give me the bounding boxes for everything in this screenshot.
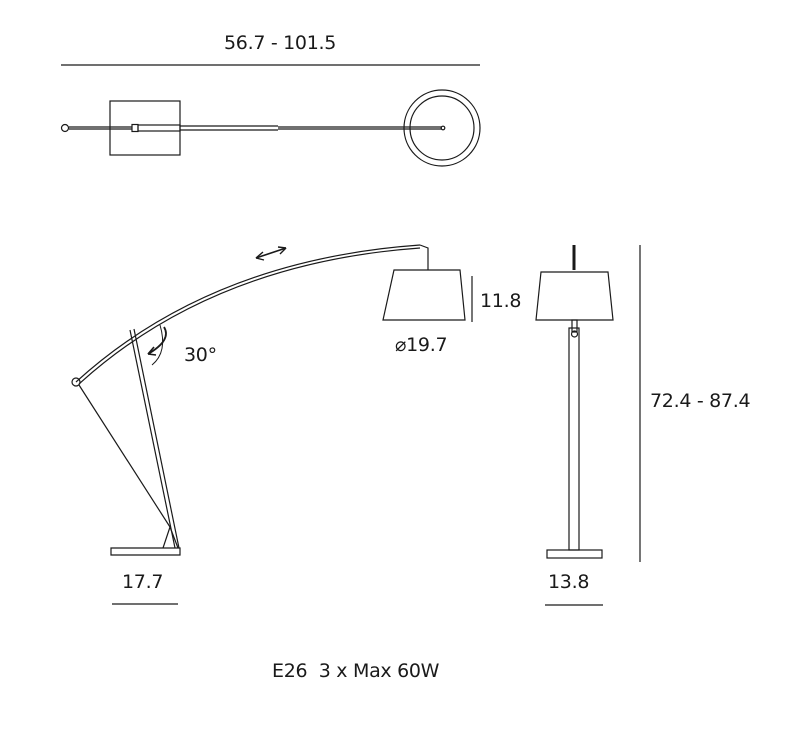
front-view-base	[546, 549, 603, 559]
top-view-arm-sleeve	[131, 123, 139, 133]
base-side-width-label: 17.7	[122, 571, 164, 593]
top-width-label: 56.7 - 101.5	[224, 32, 337, 54]
shade-diameter-label: ⌀19.7	[395, 334, 448, 356]
side-view-base	[110, 547, 181, 556]
side-view-mast	[129, 329, 176, 549]
slide-arrow-icon	[255, 247, 287, 259]
top-view-shade-outer	[403, 89, 481, 167]
shade-height-label: 11.8	[480, 290, 522, 312]
tilt-angle-label: 30°	[184, 344, 217, 366]
bulb-spec-label: E26 3 x Max 60W	[272, 660, 440, 682]
front-view-mast	[568, 327, 580, 551]
total-height-label: 72.4 - 87.4	[650, 390, 751, 412]
top-view-base	[109, 100, 181, 156]
base-front-width-label: 13.8	[548, 571, 590, 593]
side-view-shade	[382, 269, 466, 321]
top-view-counterweight	[60, 123, 70, 133]
rotate-arrow-icon	[147, 326, 167, 355]
side-view-tension-cable	[78, 384, 171, 528]
side-view-arc-arm	[75, 244, 421, 383]
side-view-counterweight-joint	[71, 377, 81, 387]
front-view-shade	[535, 271, 614, 321]
top-view-shade-inner	[409, 95, 475, 161]
